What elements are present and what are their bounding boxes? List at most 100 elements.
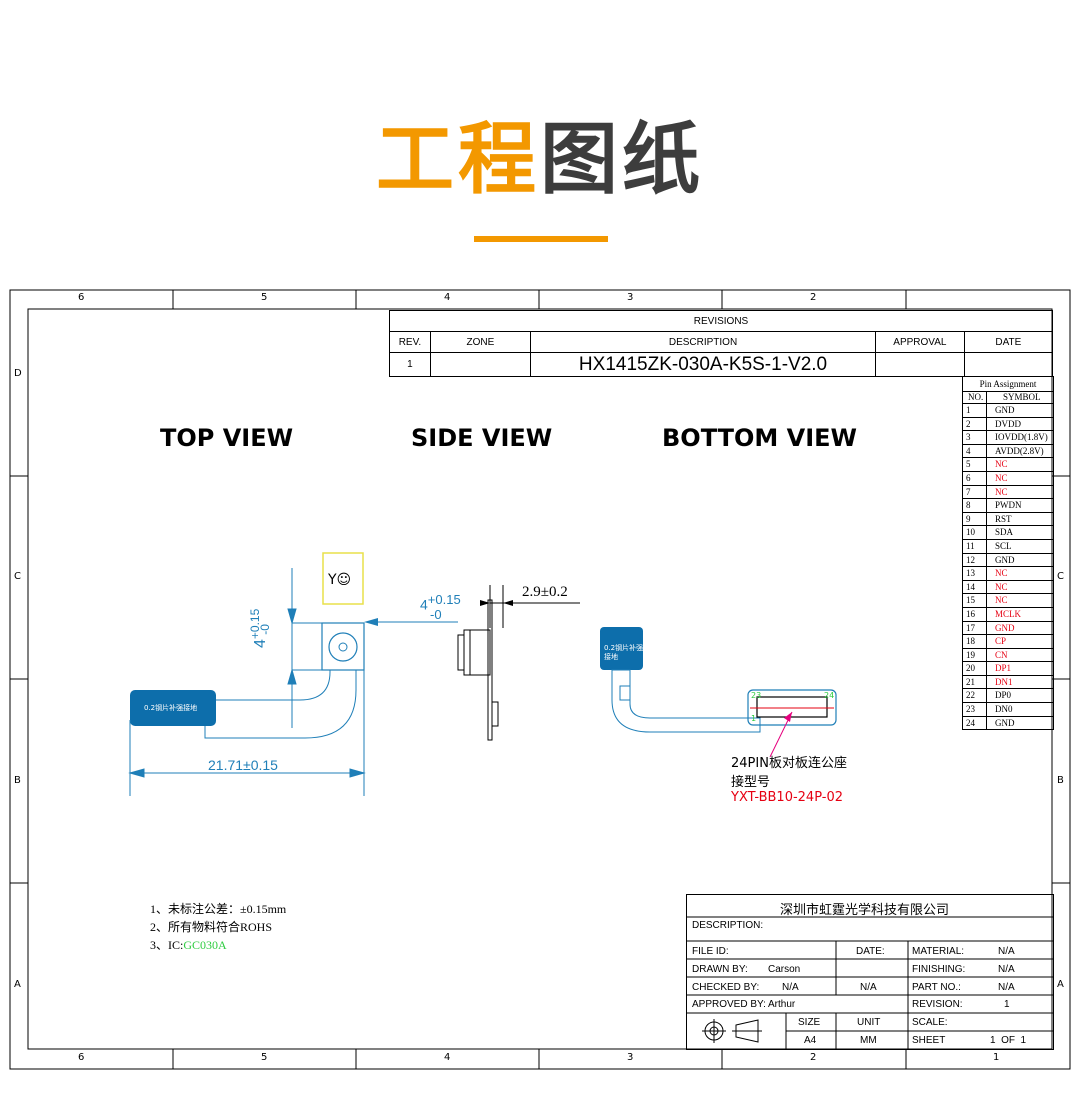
pin-table-title: Pin Assignment	[962, 376, 1054, 391]
pin-number: 1	[963, 404, 987, 417]
side-depth-base: 4	[420, 596, 428, 613]
part-no-label: PART NO.:	[912, 982, 961, 993]
pin-table-header: NO. SYMBOL	[962, 391, 1054, 404]
note-3: 3、IC:GC030A	[150, 936, 286, 954]
description-label: DESCRIPTION:	[692, 920, 764, 931]
description-header: DESCRIPTION	[529, 331, 877, 353]
rev-value: 1	[389, 352, 431, 377]
zone-value	[429, 352, 531, 377]
pin-number: 17	[963, 621, 987, 635]
zone-row-b-left: B	[14, 775, 21, 786]
zone-row-c-right: C	[1057, 571, 1064, 582]
zone-col-2-top: 2	[810, 292, 817, 303]
side-depth-minus: -0	[430, 607, 442, 622]
pin-number: 19	[963, 648, 987, 662]
pin-number: 21	[963, 675, 987, 689]
pin-symbol: PWDN	[995, 500, 1022, 511]
zone-row-a-right: A	[1057, 979, 1064, 990]
revisions-caption: REVISIONS	[389, 310, 1053, 332]
pin-number: 8	[963, 499, 987, 512]
pin-symbol: SDA	[995, 527, 1014, 538]
material-label: MATERIAL:	[912, 946, 965, 957]
side-depth-label: 4+0.15	[420, 592, 461, 613]
zone-col-4-bottom: 4	[444, 1052, 451, 1063]
svg-text:Y☺: Y☺	[327, 572, 351, 588]
pin-number: 3	[963, 431, 987, 444]
connector-pin-1: 1	[751, 714, 757, 723]
sheet-value: 1 OF 1	[990, 1035, 1027, 1046]
zone-header: ZONE	[429, 331, 531, 353]
pin-symbol: CN	[995, 649, 1008, 660]
date-label: DATE:	[856, 946, 885, 957]
side-depth-plus: +0.15	[427, 592, 461, 607]
side-view-title: SIDE VIEW	[411, 424, 553, 452]
drawn-by-label: DRAWN BY:	[692, 964, 748, 975]
pin-symbol: NC	[995, 459, 1008, 470]
revisions-table: REVISIONS REV. ZONE DESCRIPTION APPROVAL…	[389, 310, 1054, 377]
pin-number: 20	[963, 662, 987, 675]
pin-number: 22	[963, 689, 987, 703]
title-underline	[474, 236, 608, 242]
connector-line1: 24PIN板对板连公座	[731, 756, 847, 771]
revision-label: REVISION:	[912, 999, 963, 1010]
pin-number: 5	[963, 458, 987, 471]
pin-symbol: NC	[995, 581, 1008, 592]
pin-symbol: DVDD	[995, 418, 1021, 429]
pin-row: 14 NC	[962, 580, 1054, 595]
approval-value	[875, 352, 965, 377]
pin-symbol: NC	[995, 472, 1008, 483]
pin-number: 6	[963, 471, 987, 485]
pin-symbol: DN0	[995, 704, 1013, 715]
pin-row: 15 NC	[962, 594, 1054, 608]
zone-col-4-top: 4	[444, 292, 451, 303]
connector-pin-23: 23	[751, 691, 762, 700]
pin-symbol: GND	[995, 622, 1015, 633]
top-view-title: TOP VIEW	[160, 424, 294, 452]
pin-number: 18	[963, 635, 987, 648]
pin-no-header: NO.	[963, 392, 987, 403]
pin-number: 15	[963, 594, 987, 607]
pin-row: 21 DN1	[962, 675, 1054, 690]
bottom-view-drawing	[600, 627, 837, 758]
stiffener-label-bottom: 0.2钢片补强接地	[604, 644, 644, 661]
zone-row-d-left: D	[14, 368, 22, 379]
scale-label: SCALE:	[912, 1017, 948, 1028]
pin-symbol: DN1	[995, 676, 1013, 687]
title-orange-part: 工程	[375, 115, 540, 205]
zone-col-5-top: 5	[261, 292, 268, 303]
height-minus: -0	[258, 624, 272, 635]
zone-row-a-left: A	[14, 979, 21, 990]
height-base: 4	[252, 639, 269, 648]
description-value: HX1415ZK-030A-K5S-1-V2.0	[529, 352, 877, 377]
pin-row: 17 GND	[962, 621, 1054, 636]
pin-row: 19 CN	[962, 648, 1054, 663]
pin-symbol: NC	[995, 486, 1008, 497]
pin-number: 14	[963, 580, 987, 594]
zone-col-6-top: 6	[78, 292, 85, 303]
checked-by-value: N/A	[782, 982, 799, 993]
unit-value: MM	[860, 1035, 877, 1046]
pin-number: 12	[963, 553, 987, 567]
pin-number: 9	[963, 512, 987, 526]
connector-model: YXT-BB10-24P-02	[731, 790, 843, 805]
pin-symbol: NC	[995, 595, 1008, 606]
pin-symbol: IOVDD(1.8V)	[995, 432, 1048, 443]
zone-col-2-bottom: 2	[810, 1052, 817, 1063]
date-value	[963, 352, 1054, 377]
note-3-prefix: 3、IC:	[150, 938, 184, 952]
approval-header: APPROVAL	[875, 331, 965, 353]
note-1: 1、未标注公差：±0.15mm	[150, 902, 287, 916]
zone-col-5-bottom: 5	[261, 1052, 268, 1063]
length-dimension-label: 21.71±0.15	[208, 757, 278, 773]
